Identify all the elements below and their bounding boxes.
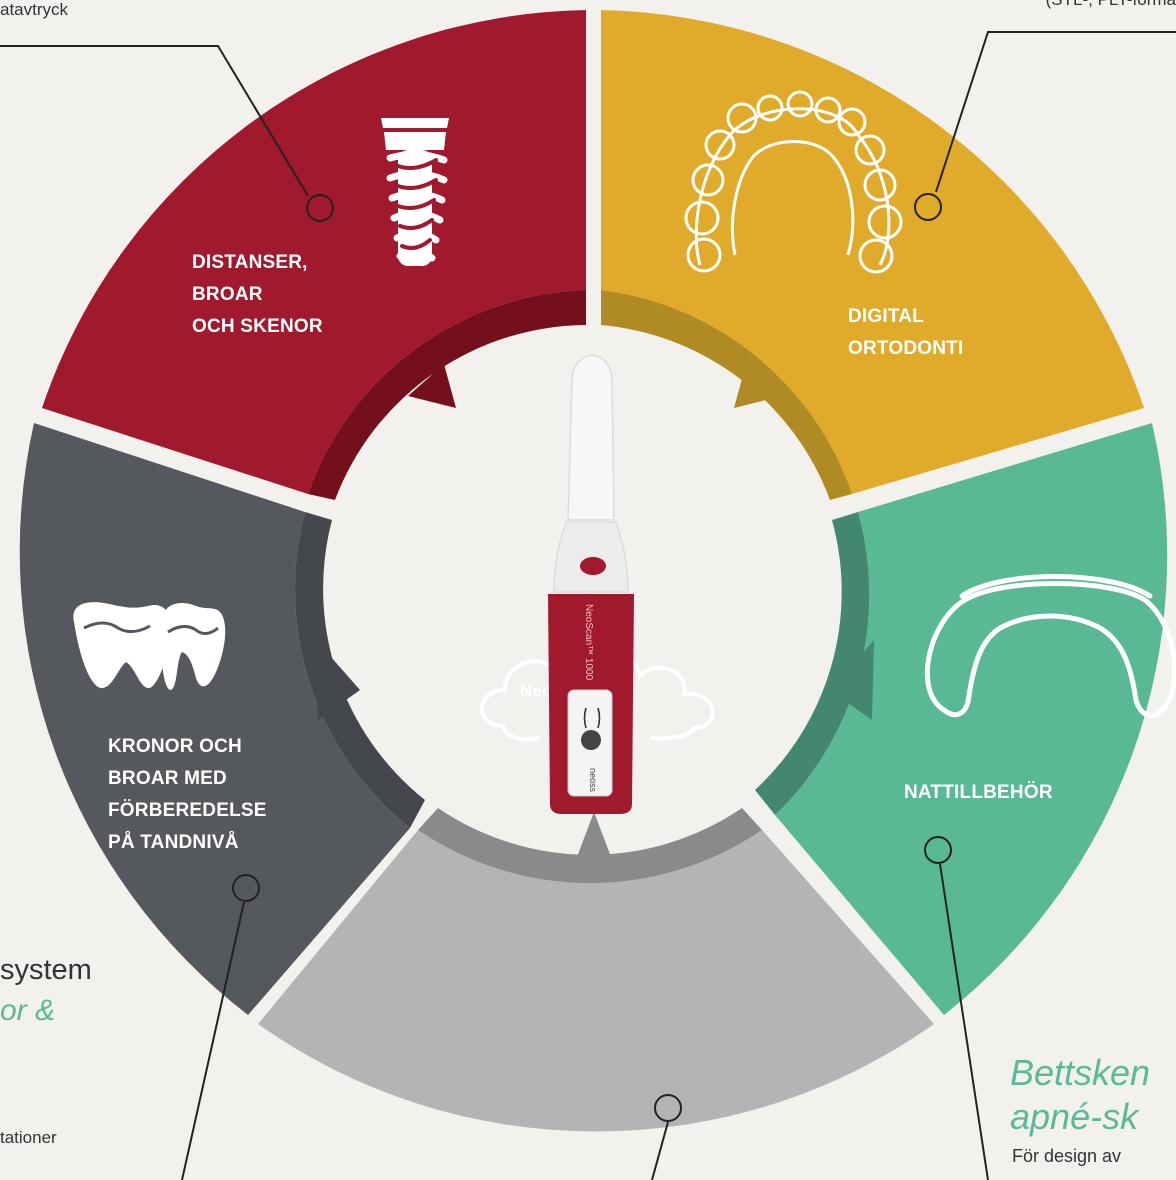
pointer-night <box>830 640 874 720</box>
pointer-crowns <box>316 640 360 720</box>
band-night <box>755 512 870 815</box>
dental-arch-icon <box>684 90 903 274</box>
segment-cloud <box>258 830 934 1132</box>
caption-right-italic-2: apné-sk <box>1010 1096 1139 1137</box>
pointer-ortho <box>734 364 782 408</box>
band-cloud <box>418 808 762 884</box>
band-ortho <box>601 290 852 500</box>
segment-ortho <box>601 10 1144 494</box>
leader-lines <box>0 31 1176 1180</box>
segment-abutments <box>42 10 586 494</box>
implant-icon <box>381 118 449 266</box>
label-abutments: DISTANSER, BROAR OCH SKENOR <box>192 252 323 337</box>
caption-top-right: (STL-, PLY-forma <box>1046 0 1176 10</box>
label-crowns: KRONOR OCH BROAR MED FÖRBEREDELSE PÅ TAN… <box>108 736 272 853</box>
pointer-cloud <box>572 812 616 870</box>
segment-night <box>775 423 1168 1015</box>
caption-top-left: atavtryck <box>0 0 69 19</box>
crown-teeth-icon <box>73 602 226 690</box>
caption-left-small: tationer <box>0 1128 57 1147</box>
label-ortho: DIGITAL ORTODONTI <box>848 306 963 359</box>
caption-left-system: system <box>0 954 92 986</box>
intraoral-scanner: neoss NeoScan™ 1000 <box>548 354 634 814</box>
band-abutments <box>308 290 586 500</box>
pointer-abutments <box>408 364 456 408</box>
label-night: NATTILLBEHÖR <box>904 782 1053 803</box>
caption-right-small: För design av <box>1012 1146 1122 1166</box>
night-guard-icon <box>924 574 1176 718</box>
caption-right-italic-1: Bettsken <box>1010 1052 1151 1093</box>
segment-crowns <box>19 423 411 1015</box>
caption-left-italic: or & <box>0 994 56 1027</box>
scanner-model: NeoScan™ 1000 <box>583 604 594 681</box>
scanner-brand: neoss <box>588 768 598 793</box>
